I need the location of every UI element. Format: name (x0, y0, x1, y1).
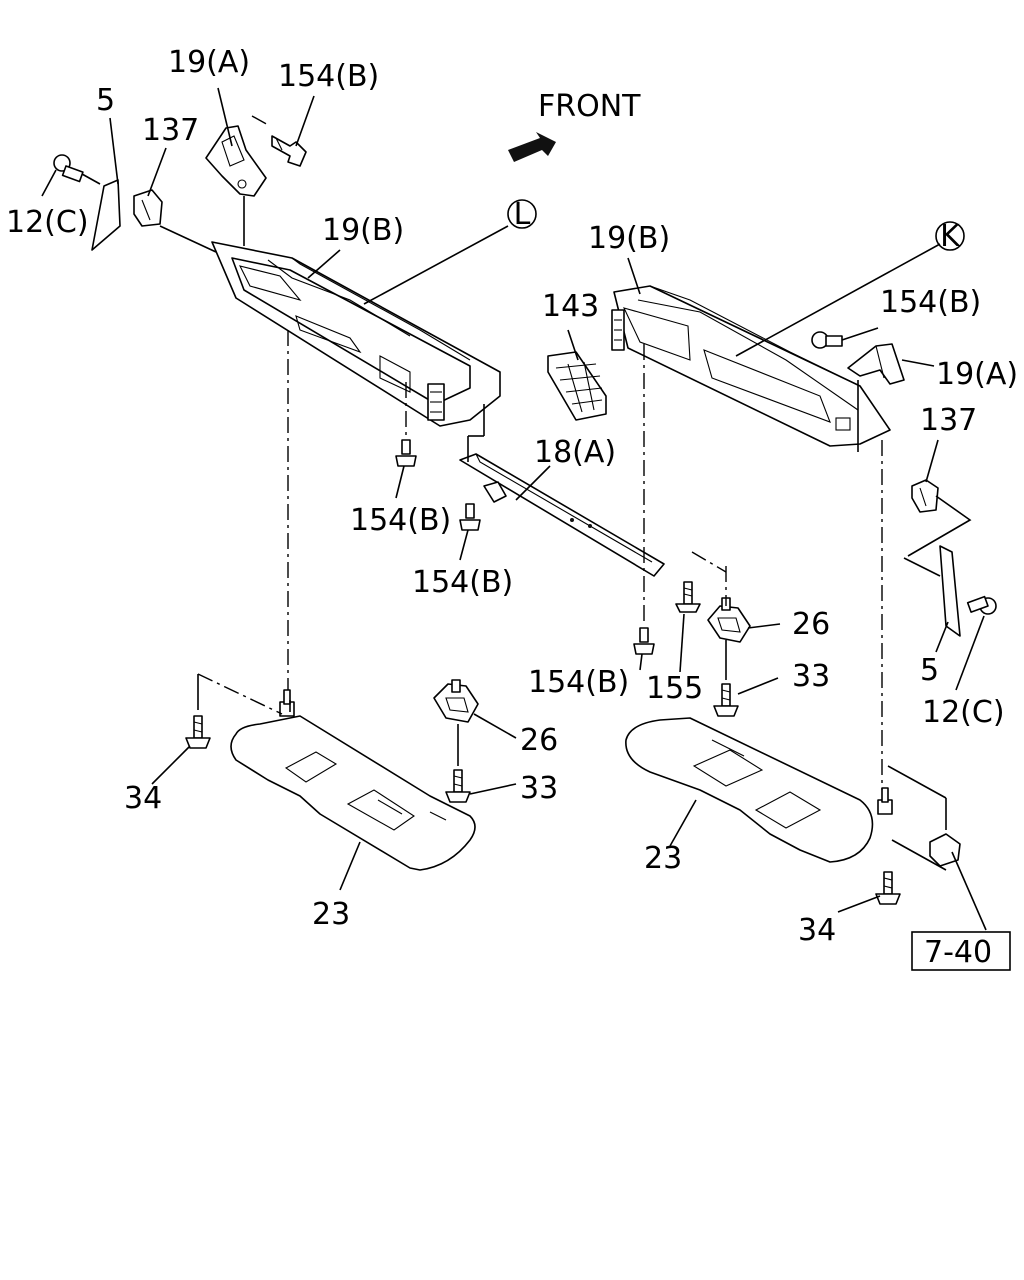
screw-icon (633, 627, 655, 655)
reference-box-label: 7-40 (924, 935, 992, 970)
callout-5-right: 5 (920, 653, 939, 688)
reference-letter-l: L (514, 197, 531, 232)
screw-icon (675, 581, 701, 613)
callout-33-right: 33 (792, 659, 830, 694)
sun-visor-right (625, 717, 893, 863)
screw-icon (459, 503, 481, 531)
front-arrow-icon (508, 132, 556, 162)
reference-circle-l (507, 199, 537, 229)
callout-33-left: 33 (520, 771, 558, 806)
bracket-18a (459, 453, 665, 577)
leader-lines (41, 87, 987, 931)
retainer-clip (929, 833, 961, 867)
screw-icon (713, 683, 739, 717)
callout-26-right: 26 (792, 607, 830, 642)
callout-19b-left: 19(B) (322, 213, 404, 248)
screw-icon (53, 154, 84, 183)
callout-154b-l1: 154(B) (350, 503, 451, 538)
visor-holder-right (611, 285, 891, 447)
callout-5-left: 5 (96, 83, 115, 118)
callout-23-left: 23 (312, 897, 350, 932)
callout-labels: 19(A) 154(B) 5 137 12(C) 19(B) 154(B) 15… (6, 45, 1018, 970)
reference-circle-k (935, 221, 965, 251)
callout-154b-right: 154(B) (880, 285, 981, 320)
callout-137-right: 137 (920, 403, 977, 438)
bracket-right (847, 343, 905, 385)
callout-19a-left: 19(A) (168, 45, 250, 80)
reference-letter-k: K (940, 219, 961, 254)
visor-holder-left (211, 241, 501, 427)
bracket-left (205, 125, 267, 197)
callout-155: 155 (646, 671, 703, 706)
screw-icon (185, 715, 211, 749)
callout-137-left: 137 (142, 113, 199, 148)
callout-34-left: 34 (124, 781, 162, 816)
callout-154b-mid: 154(B) (528, 665, 629, 700)
trim-piece-left (91, 179, 121, 251)
clip-left (133, 189, 163, 227)
bolt-icon (811, 331, 843, 349)
reference-box (911, 931, 1011, 971)
visor-clip-right (707, 597, 751, 643)
screw-icon (445, 769, 471, 803)
callout-26-left: 26 (520, 723, 558, 758)
clip-right (911, 479, 939, 513)
visor-clip-left (433, 679, 479, 723)
callout-143: 143 (542, 289, 599, 324)
sun-visor-left (230, 689, 476, 871)
callout-18a: 18(A) (534, 435, 616, 470)
front-direction-label: FRONT (538, 89, 641, 124)
callout-19b-right: 19(B) (588, 221, 670, 256)
callout-12c-right: 12(C) (922, 695, 1005, 730)
callout-23-right: 23 (644, 841, 682, 876)
callout-154b-l2: 154(B) (412, 565, 513, 600)
assembly-lines (197, 115, 883, 790)
callout-19a-right: 19(A) (936, 357, 1018, 392)
bolt-icon (271, 135, 307, 167)
trim-piece-right (939, 545, 961, 637)
callout-154b-top: 154(B) (278, 59, 379, 94)
screw-icon (966, 595, 997, 615)
vent-grille (547, 351, 607, 421)
callout-12c-left: 12(C) (6, 205, 89, 240)
screw-icon (875, 871, 901, 905)
callout-34-right: 34 (798, 913, 836, 948)
screw-icon (395, 439, 417, 467)
